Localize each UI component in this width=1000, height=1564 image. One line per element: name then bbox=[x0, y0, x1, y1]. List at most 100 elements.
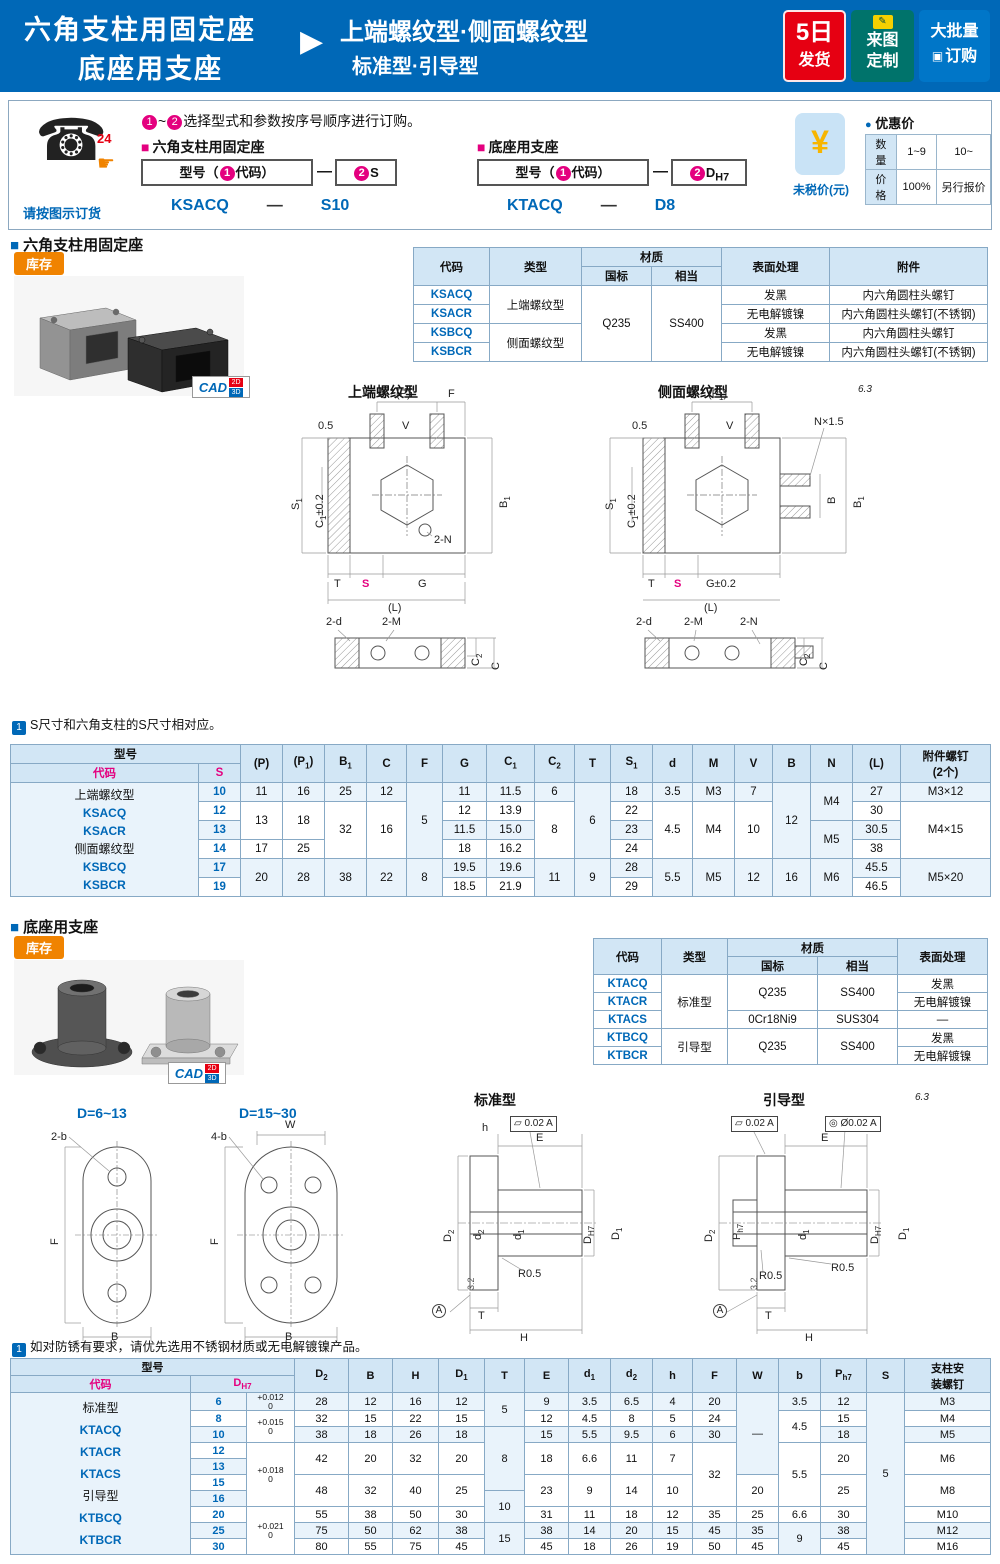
header-cell: d bbox=[652, 744, 693, 783]
dim-label: 0.5 bbox=[318, 420, 334, 432]
phone-icon: ☎ bbox=[35, 108, 108, 173]
cell: M6 bbox=[810, 858, 853, 897]
cell: 20 bbox=[190, 1506, 247, 1523]
dim-label: V bbox=[402, 420, 410, 432]
dim-label: ◎ Ø0.02 A bbox=[825, 1116, 881, 1132]
dim-label: ▱ 0.02 A bbox=[731, 1116, 778, 1132]
cell: 内六角圆柱头螺钉(不锈钢) bbox=[829, 342, 988, 362]
cell: 45 bbox=[524, 1538, 569, 1555]
cell: 45 bbox=[438, 1538, 485, 1555]
badge-custom-line1: 来图 bbox=[866, 32, 899, 49]
dim-label: C bbox=[490, 662, 502, 670]
cell: 3.5 bbox=[652, 782, 693, 802]
cell: 12 bbox=[190, 1442, 247, 1459]
cell: 38 bbox=[852, 839, 901, 859]
cell: 13 bbox=[240, 801, 283, 840]
cell: 40 bbox=[392, 1474, 439, 1507]
cad-label: CAD bbox=[198, 379, 228, 395]
dim-label: h bbox=[482, 1122, 489, 1134]
dim-label: DH7 bbox=[869, 1225, 884, 1244]
header-cell: C2 bbox=[534, 744, 575, 783]
cell: SS400 bbox=[817, 974, 898, 1011]
dim-label: 4-b bbox=[211, 1131, 227, 1143]
yen-icon: ¥ bbox=[811, 124, 829, 160]
cell: 12 bbox=[652, 1506, 693, 1523]
header-cell: b bbox=[778, 1358, 821, 1393]
dim-label: 侧面螺纹型 bbox=[658, 384, 728, 400]
cell: 25 bbox=[282, 839, 325, 859]
cell: 80 bbox=[294, 1538, 349, 1555]
cell: 4.5 bbox=[652, 801, 693, 859]
cell: Q235 bbox=[727, 974, 818, 1011]
dim-label: 2-b bbox=[51, 1131, 67, 1143]
header-cell: V bbox=[734, 744, 773, 783]
cell: 11 bbox=[442, 782, 487, 802]
cell: 50 bbox=[348, 1522, 393, 1539]
cell: 22 bbox=[610, 801, 653, 821]
dim-label: F bbox=[448, 388, 455, 400]
cell: 10 bbox=[652, 1474, 693, 1507]
header-cell: 价格 bbox=[865, 169, 897, 205]
dim-label: 2-N bbox=[740, 616, 758, 628]
header-cell: C1 bbox=[486, 744, 535, 783]
cell: 5.5 bbox=[568, 1426, 611, 1443]
cell: 32 bbox=[294, 1410, 349, 1427]
cell: 发黑 bbox=[897, 974, 988, 993]
cell: 18 bbox=[524, 1442, 569, 1475]
cell: M4 bbox=[810, 782, 853, 821]
example-code: KTACQ bbox=[507, 197, 563, 214]
badge-custom-drawing: ✎ 来图 定制 bbox=[851, 10, 914, 82]
badge-ship-label: 发货 bbox=[798, 52, 831, 69]
cell: 17 bbox=[240, 839, 283, 859]
header-cell: N bbox=[810, 744, 853, 783]
cell: 12 bbox=[366, 782, 407, 802]
header-cell: 表面处理 bbox=[721, 247, 830, 286]
header-cell: 类型 bbox=[489, 247, 582, 286]
header-cell: D2 bbox=[294, 1358, 349, 1393]
cell: 25 bbox=[736, 1506, 779, 1523]
cell: 26 bbox=[610, 1538, 653, 1555]
cell: M12 bbox=[904, 1522, 991, 1539]
cell: 12 bbox=[198, 801, 241, 821]
cell: 无电解镀镍 bbox=[721, 304, 830, 324]
page-subtitle-line1: 上端螺纹型·侧面螺纹型 bbox=[340, 19, 588, 46]
section2-title: ■底座用支座 bbox=[10, 919, 99, 936]
cell: 23 bbox=[524, 1474, 569, 1507]
cell: 6 bbox=[190, 1392, 247, 1411]
badge-5day-shipping: 5日 发货 bbox=[783, 10, 846, 82]
cell: 12 bbox=[772, 782, 811, 859]
cell: 15 bbox=[438, 1410, 485, 1427]
header-cell: Ph7 bbox=[820, 1358, 867, 1393]
cell: 10~ bbox=[936, 134, 991, 170]
header-cell: C bbox=[366, 744, 407, 783]
product-photo-base-support bbox=[14, 960, 244, 1075]
cell: M10 bbox=[904, 1506, 991, 1523]
header-cell: 表面处理 bbox=[897, 938, 988, 975]
cell: 35 bbox=[736, 1522, 779, 1539]
pencil-icon: ✎ bbox=[872, 15, 893, 29]
header-cell: 代码 bbox=[10, 763, 199, 783]
dim-label: B bbox=[826, 496, 838, 504]
cell: M8 bbox=[904, 1474, 991, 1507]
cell: M5 bbox=[904, 1426, 991, 1443]
cell: 26 bbox=[392, 1426, 439, 1443]
stock-badge: 库存 bbox=[14, 252, 65, 275]
header-cell: 材质 bbox=[727, 938, 898, 957]
dim-label: C bbox=[818, 662, 830, 670]
header-cell: h bbox=[652, 1358, 693, 1393]
cell: 内六角圆柱头螺钉 bbox=[829, 285, 988, 305]
dim-label: D=15~30 bbox=[239, 1105, 297, 1121]
cell: 6.5 bbox=[610, 1392, 653, 1411]
cell: 侧面螺纹型 bbox=[489, 323, 582, 362]
cell: 10 bbox=[190, 1426, 247, 1443]
cad-3d-tag: 3D bbox=[229, 387, 244, 397]
cell: KSACQ bbox=[413, 285, 490, 305]
cell: 25 bbox=[190, 1522, 247, 1539]
